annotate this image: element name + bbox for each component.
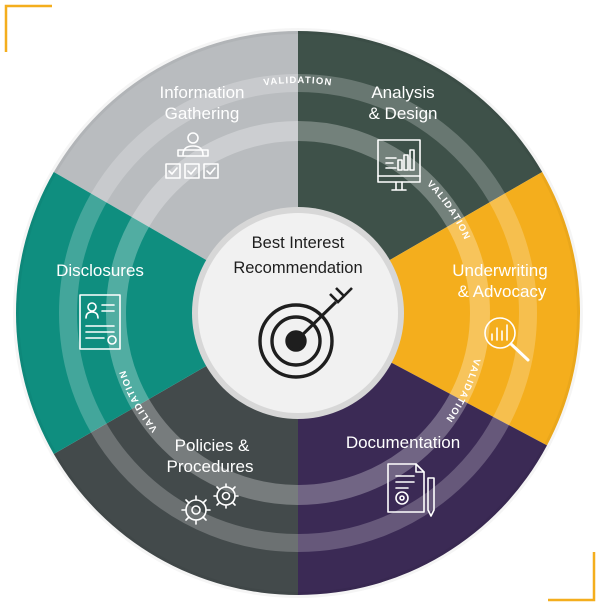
document-pen-gear-icon — [387, 463, 435, 517]
label-policies-procedures-line1: Policies & — [175, 436, 250, 455]
corner-bracket-bottom-right — [548, 552, 596, 602]
label-information-gathering-line2: Gathering — [165, 104, 240, 123]
monitor-chart-icon — [377, 139, 421, 191]
label-analysis-design-line1: Analysis — [371, 83, 434, 102]
wheel-outer-edge — [13, 28, 583, 598]
validation-ring — [106, 121, 490, 505]
segment-disclosures — [15, 172, 298, 454]
label-documentation: Documentation — [346, 433, 460, 452]
magnifier-chart-icon — [484, 317, 530, 362]
center-circle — [198, 213, 398, 413]
corner-bracket-top-left — [4, 4, 52, 52]
certificate-document-icon — [79, 294, 121, 350]
people-checklist-icon — [165, 132, 219, 179]
center-title-line1: Best Interest — [252, 234, 345, 252]
target-arrow-icon — [258, 287, 353, 379]
outer-validation-ring — [59, 74, 537, 552]
label-policies-procedures-line2: Procedures — [167, 457, 254, 476]
label-analysis-design-line2: & Design — [369, 104, 438, 123]
label-disclosures: Disclosures — [56, 261, 144, 280]
label-underwriting-advocacy-line1: Underwriting — [452, 261, 547, 280]
segment-underwriting-advocacy — [298, 172, 581, 446]
validation-label-top: VALIDATION — [263, 75, 333, 89]
label-underwriting-advocacy-line2: & Advocacy — [458, 282, 547, 301]
gears-icon — [181, 483, 239, 525]
label-information-gathering-line1: Information — [159, 83, 244, 102]
center-title-line2: Recommendation — [233, 259, 362, 277]
